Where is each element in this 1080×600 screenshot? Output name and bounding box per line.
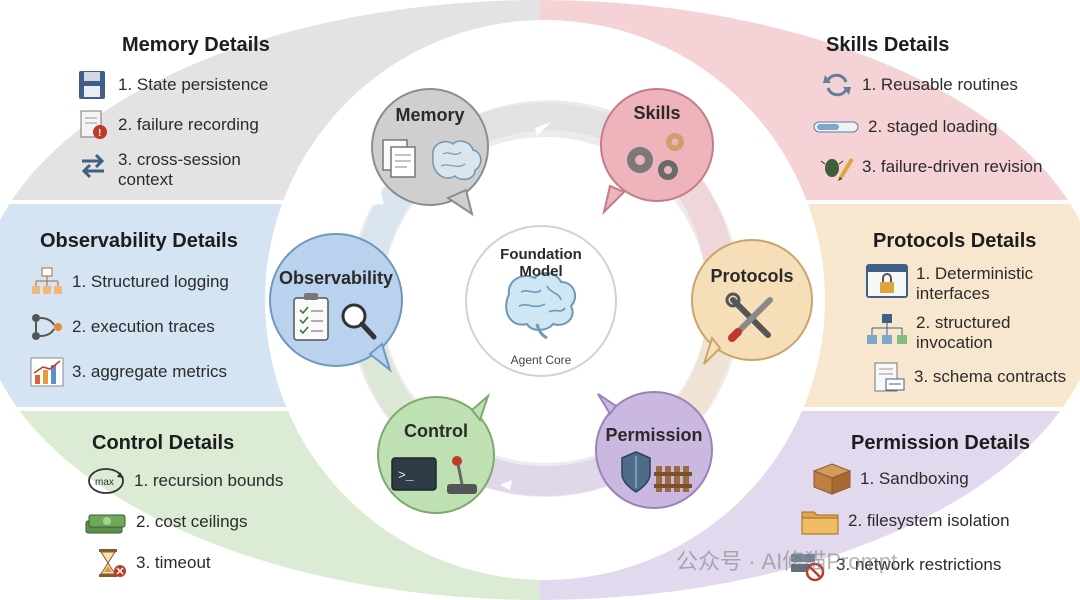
bubble-control[interactable] bbox=[377, 392, 495, 514]
permission-details-title: Permission Details bbox=[851, 432, 1030, 454]
observability-item-3: 3. aggregate metrics bbox=[30, 357, 227, 387]
permission-item-1: 1. Sandboxing bbox=[812, 462, 969, 496]
memory-item-2: ! 2. failure recording bbox=[76, 110, 259, 140]
max-loop-icon: max bbox=[86, 466, 126, 496]
permission-item-2: 2. filesystem isolation bbox=[800, 506, 1010, 536]
bar-chart-icon bbox=[30, 357, 64, 387]
network-block-icon bbox=[788, 548, 828, 582]
flow-arrows bbox=[352, 122, 741, 490]
memory-item-3: 3. cross-session context bbox=[76, 150, 241, 190]
trace-graph-icon bbox=[30, 312, 64, 342]
gears-icon bbox=[627, 133, 684, 180]
bug-pencil-icon bbox=[820, 152, 854, 182]
protocols-item-3: 3. schema contracts bbox=[872, 362, 1066, 392]
observability-bubble-label: Observability bbox=[278, 268, 394, 288]
money-stack-icon bbox=[84, 507, 128, 537]
tree-document-icon bbox=[30, 267, 64, 297]
control-item-3: 3. timeout bbox=[94, 548, 211, 578]
folder-icon bbox=[800, 506, 840, 536]
control-item-2: 2. cost ceilings bbox=[84, 507, 248, 537]
hourglass-icon bbox=[94, 548, 128, 578]
refresh-icon bbox=[820, 70, 854, 100]
protocols-item-1: 1. Deterministic interfaces bbox=[866, 264, 1033, 304]
documents-icon bbox=[382, 139, 416, 178]
center-title: Foundation Model bbox=[500, 246, 582, 280]
permission-item-3: 3. network restrictions bbox=[788, 548, 1001, 582]
document-error-icon: ! bbox=[76, 110, 110, 140]
floppy-disk-icon bbox=[76, 70, 110, 100]
control-details-title: Control Details bbox=[92, 432, 235, 454]
shield-fence-icon bbox=[621, 451, 692, 493]
protocols-item-2: 2. structured invocation bbox=[866, 313, 1011, 353]
loading-bar-icon bbox=[812, 112, 860, 142]
skills-item-3: 3. failure-driven revision bbox=[820, 152, 1042, 182]
svg-text:>_: >_ bbox=[398, 468, 414, 483]
wrench-screwdriver-icon bbox=[725, 292, 773, 342]
skills-item-1: 1. Reusable routines bbox=[820, 70, 1018, 100]
box-icon bbox=[812, 462, 852, 496]
skills-bubble-label: Skills bbox=[633, 103, 681, 123]
observability-details-title: Observability Details bbox=[40, 230, 238, 252]
center-subtitle: Agent Core bbox=[510, 353, 572, 367]
svg-text:max: max bbox=[95, 477, 114, 488]
protocols-bubble-label: Protocols bbox=[710, 266, 794, 286]
clipboard-magnifier-icon bbox=[293, 293, 377, 341]
svg-text:!: ! bbox=[98, 128, 101, 139]
memory-bubble-label: Memory bbox=[395, 105, 465, 125]
bubble-permission[interactable] bbox=[595, 391, 713, 509]
control-item-1: max 1. recursion bounds bbox=[86, 466, 283, 496]
skills-item-2: 2. staged loading bbox=[812, 112, 998, 142]
watermark: 公众号 · AI修猫Prompt bbox=[676, 549, 898, 574]
brain-icon bbox=[505, 272, 577, 340]
protocols-details-title: Protocols Details bbox=[873, 230, 1037, 252]
memory-details-title: Memory Details bbox=[122, 34, 270, 56]
swap-arrows-icon bbox=[76, 150, 110, 180]
memory-brain-icon bbox=[432, 140, 482, 181]
permission-bubble-label: Permission bbox=[605, 425, 703, 445]
bubble-skills[interactable] bbox=[600, 88, 714, 216]
bubble-protocols[interactable] bbox=[691, 239, 813, 365]
schema-document-icon bbox=[872, 362, 906, 392]
lock-window-icon bbox=[866, 264, 908, 298]
terminal-joystick-icon: >_ bbox=[391, 456, 477, 494]
control-bubble-label: Control bbox=[404, 421, 468, 441]
memory-item-1: 1. State persistence bbox=[76, 70, 268, 100]
hierarchy-icon bbox=[866, 313, 908, 347]
observability-item-1: 1. Structured logging bbox=[30, 267, 229, 297]
observability-item-2: 2. execution traces bbox=[30, 312, 215, 342]
skills-details-title: Skills Details bbox=[826, 34, 950, 56]
